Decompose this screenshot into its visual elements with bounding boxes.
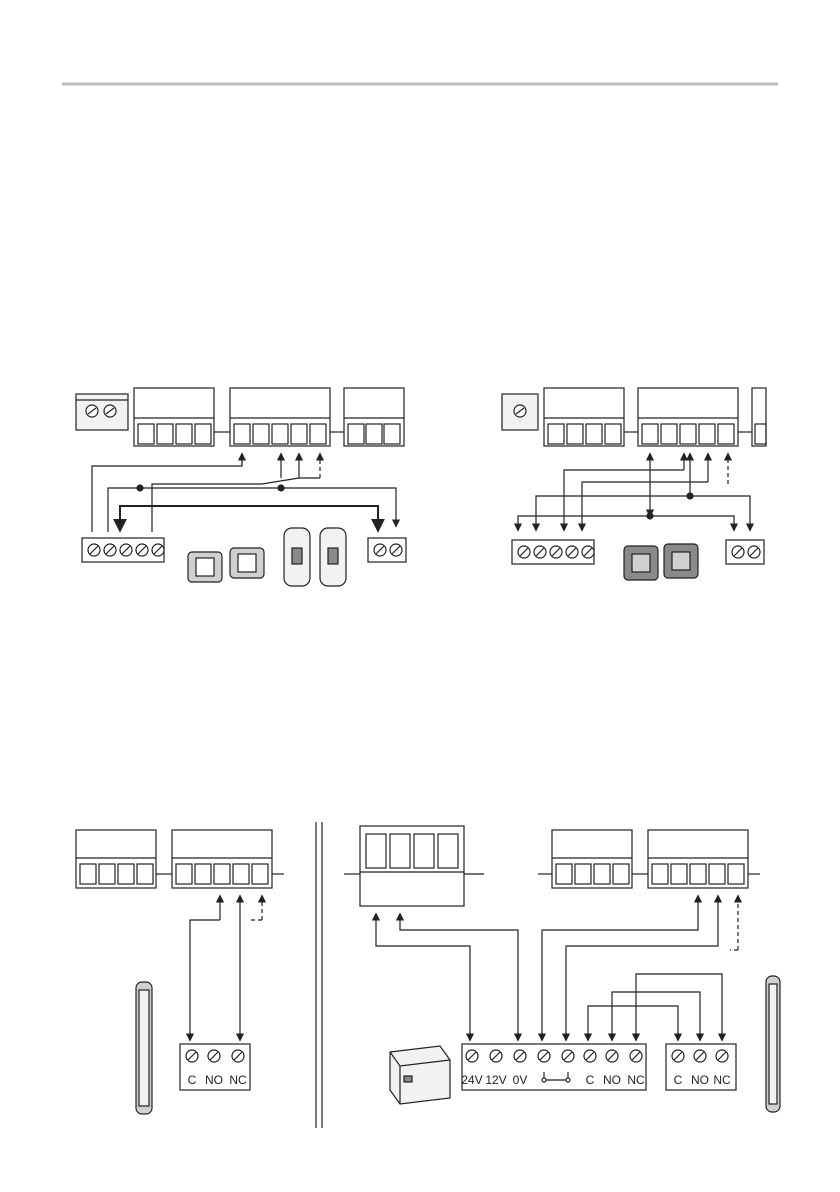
p4-label-c: C bbox=[586, 1073, 595, 1087]
column-photocell-left-icon bbox=[284, 528, 310, 586]
panel3-terminal-block-a bbox=[76, 830, 156, 888]
control-module-box-icon bbox=[390, 1046, 450, 1104]
column-photocell-right-icon bbox=[320, 528, 346, 586]
wiring-panel-4 bbox=[344, 826, 780, 1112]
photocell-right-icon bbox=[664, 544, 698, 578]
panel2-terminal-block-c-partial bbox=[752, 388, 766, 446]
panel1-terminal-block-b bbox=[230, 388, 330, 446]
panel1-edge-terminal-strip bbox=[368, 538, 406, 562]
panel2-screw-header bbox=[502, 394, 538, 430]
panel2-device-terminal-strip bbox=[512, 540, 594, 564]
wiring-panel-3 bbox=[76, 830, 284, 1114]
p4-label-nc: NC bbox=[627, 1073, 645, 1087]
p3-label-nc: NC bbox=[229, 1073, 247, 1087]
photocell-receiver-icon bbox=[230, 548, 264, 578]
panel4-power-block bbox=[360, 826, 464, 906]
panel1-screw-header bbox=[76, 394, 128, 430]
p4-label-12v: 12V bbox=[485, 1073, 506, 1087]
wiring-panel-1 bbox=[76, 388, 406, 586]
safety-edge-right-icon bbox=[766, 976, 780, 1112]
panel2-edge-terminal-strip bbox=[726, 540, 764, 564]
p4-edge-label-nc: NC bbox=[713, 1073, 731, 1087]
panel2-terminal-block-b bbox=[638, 388, 738, 446]
panel4-terminal-block-b bbox=[648, 830, 748, 888]
panel1-terminal-block-a bbox=[134, 388, 214, 446]
wiring-panel-2 bbox=[502, 388, 766, 580]
panel3-terminal-block-b bbox=[172, 830, 272, 888]
p4-edge-label-c: C bbox=[674, 1073, 683, 1087]
photocell-transmitter-icon bbox=[188, 552, 222, 582]
panel1-terminal-block-c bbox=[344, 388, 404, 446]
p4-label-0v: 0V bbox=[513, 1073, 528, 1087]
p3-label-c: C bbox=[188, 1073, 197, 1087]
safety-edge-left-icon bbox=[136, 982, 152, 1114]
panel2-terminal-block-a bbox=[544, 388, 624, 446]
p4-label-24v: 24V bbox=[461, 1073, 482, 1087]
p3-label-no: NO bbox=[205, 1073, 223, 1087]
panel4-terminal-block-a bbox=[552, 830, 632, 888]
panel1-device-terminal-strip bbox=[82, 538, 164, 562]
p4-label-no: NO bbox=[603, 1073, 621, 1087]
photocell-left-icon bbox=[624, 546, 658, 580]
p4-edge-label-no: NO bbox=[691, 1073, 709, 1087]
